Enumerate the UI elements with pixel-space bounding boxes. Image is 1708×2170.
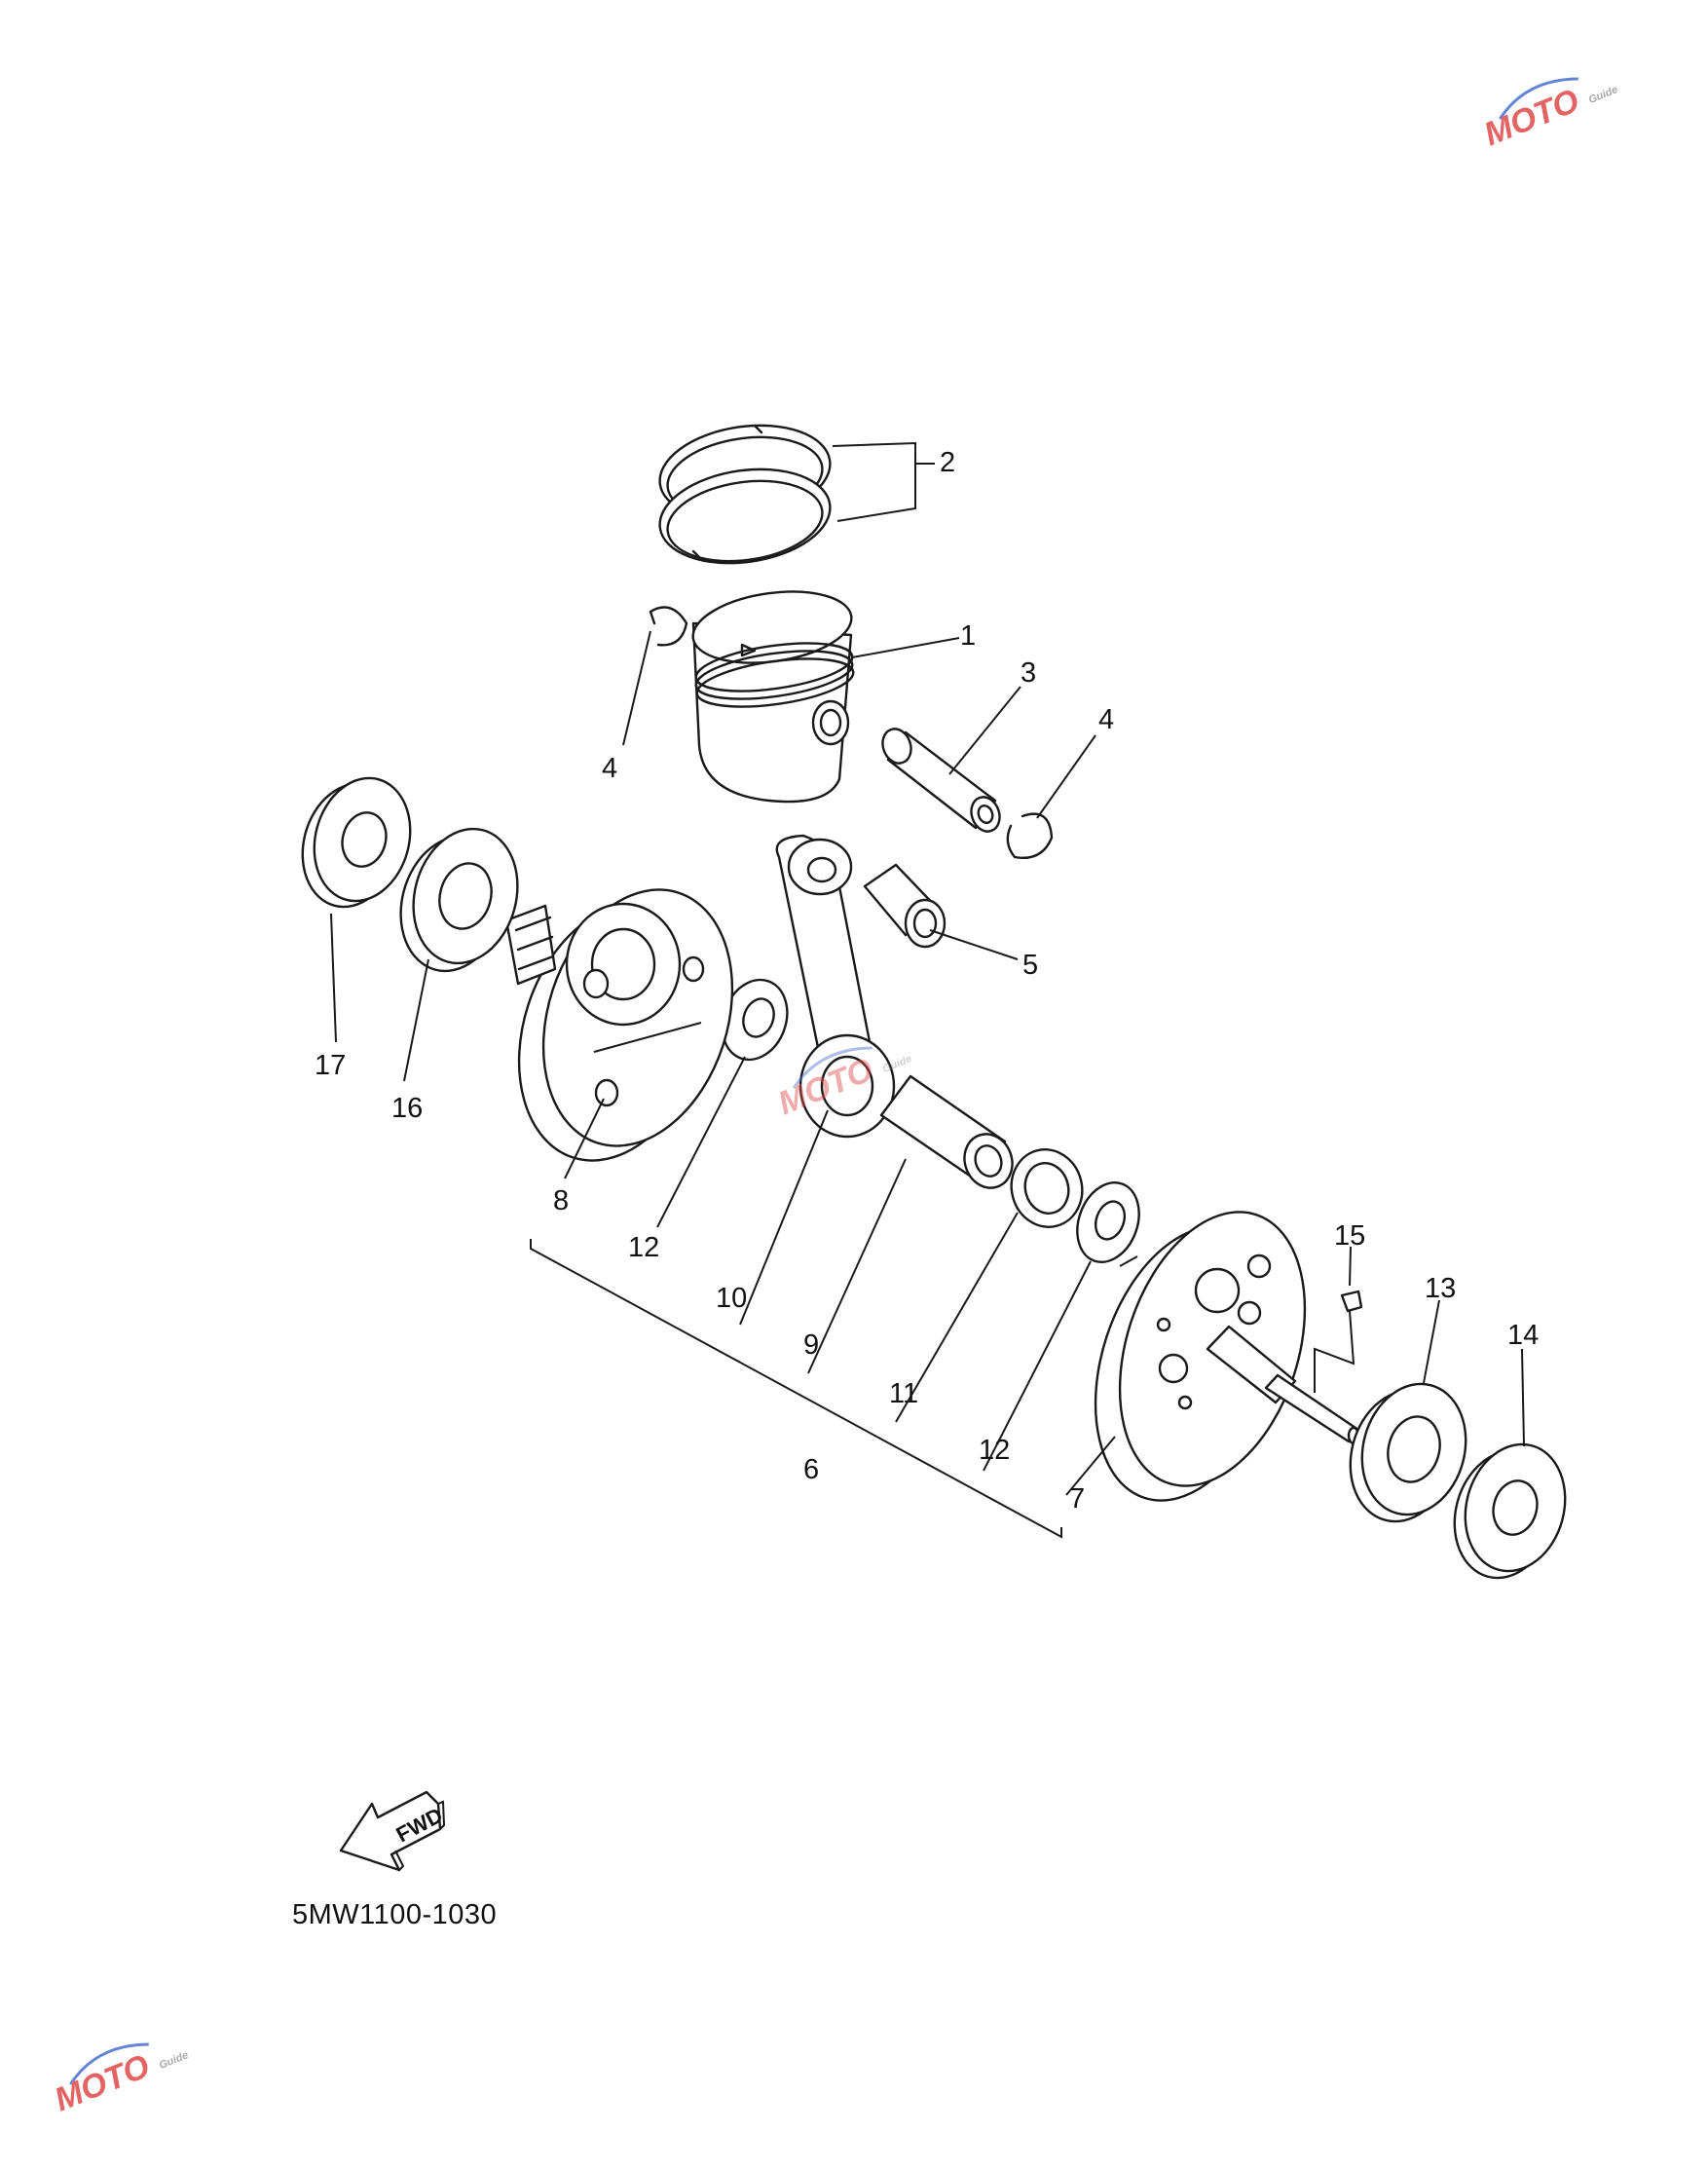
callout-4-left: 4 bbox=[602, 753, 617, 784]
callout-8: 8 bbox=[553, 1185, 569, 1216]
small-end-bearing bbox=[863, 863, 947, 949]
callout-6: 6 bbox=[803, 1454, 819, 1485]
thrust-washer-right bbox=[1076, 1181, 1140, 1263]
piston bbox=[691, 590, 855, 804]
callout-15: 15 bbox=[1334, 1220, 1365, 1252]
right-oil-seal bbox=[1453, 1442, 1567, 1580]
callout-16: 16 bbox=[391, 1093, 423, 1124]
big-end-bearing bbox=[1010, 1148, 1084, 1228]
woodruff-key bbox=[1340, 1290, 1363, 1313]
callout-7: 7 bbox=[1069, 1483, 1085, 1515]
callout-12-right: 12 bbox=[979, 1435, 1010, 1466]
callout-2: 2 bbox=[940, 447, 955, 478]
circlip-left bbox=[649, 606, 688, 647]
callout-17: 17 bbox=[315, 1050, 346, 1081]
callout-labels: 2 1 3 4 4 5 17 16 8 12 10 9 11 6 12 7 15… bbox=[315, 447, 1539, 1515]
svg-text:MOTO: MOTO bbox=[50, 2047, 155, 2118]
crank-pin bbox=[879, 1074, 1014, 1189]
callout-1: 1 bbox=[960, 620, 976, 652]
callout-3: 3 bbox=[1021, 657, 1036, 689]
callout-4-right: 4 bbox=[1098, 704, 1114, 735]
callout-14: 14 bbox=[1507, 1320, 1539, 1351]
right-crank-web bbox=[1094, 1211, 1360, 1502]
connecting-rod bbox=[775, 834, 896, 1139]
svg-text:Guide: Guide bbox=[1587, 84, 1619, 106]
watermark-logo-top: MOTO Guide bbox=[1479, 77, 1619, 153]
circlip-right bbox=[1006, 812, 1054, 859]
piston-rings bbox=[658, 424, 832, 565]
callout-13: 13 bbox=[1425, 1273, 1456, 1304]
svg-text:MOTO: MOTO bbox=[1479, 82, 1584, 153]
callout-12-left: 12 bbox=[628, 1232, 659, 1263]
callout-9: 9 bbox=[803, 1329, 819, 1361]
leader-lines bbox=[330, 441, 1525, 1539]
piston-pin bbox=[881, 728, 1001, 833]
left-crank-web bbox=[504, 888, 734, 1162]
right-bearing bbox=[1349, 1382, 1467, 1523]
callout-5: 5 bbox=[1022, 950, 1038, 981]
callout-11: 11 bbox=[889, 1378, 918, 1409]
left-oil-seal bbox=[301, 776, 412, 909]
diagram-reference-code: 5MW1100-1030 bbox=[292, 1899, 498, 1930]
fwd-arrow: FWD bbox=[339, 1790, 447, 1872]
watermark-logo-bottom: MOTO Guide bbox=[50, 2042, 190, 2118]
svg-text:Guide: Guide bbox=[158, 2049, 190, 2072]
callout-10: 10 bbox=[716, 1283, 747, 1314]
left-bearing bbox=[399, 827, 519, 973]
